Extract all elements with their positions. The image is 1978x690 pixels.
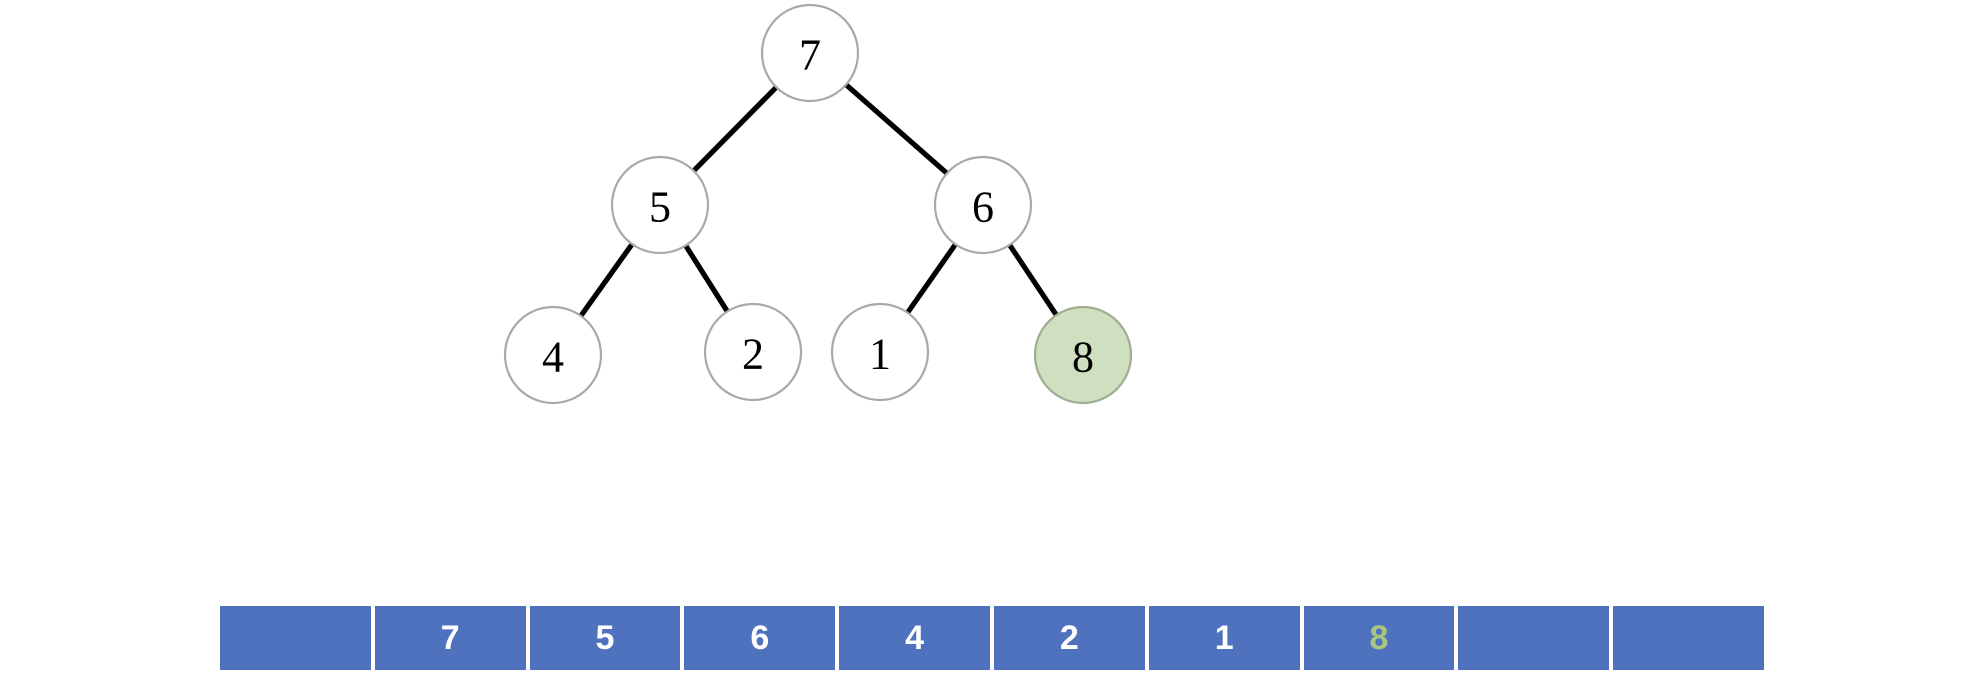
array-cell[interactable]: 2: [993, 606, 1145, 670]
tree-edge: [905, 242, 958, 315]
tree-node-circle-highlighted[interactable]: [1033, 305, 1133, 405]
tree-edge-layer: [578, 82, 1059, 318]
array-cell[interactable]: 1: [1148, 606, 1300, 670]
array-cell[interactable]: [1458, 606, 1610, 670]
tree-node[interactable]: 5: [610, 155, 710, 255]
tree-node-label: 4: [542, 333, 564, 382]
array-cell[interactable]: 6: [684, 606, 836, 670]
tree-node-circle[interactable]: [830, 302, 930, 402]
binary-heap-tree: 7 5 6 4 2 1 8: [503, 3, 1133, 405]
tree-node[interactable]: 6: [933, 155, 1033, 255]
array-cell[interactable]: 7: [374, 606, 526, 670]
tree-node-circle[interactable]: [610, 155, 710, 255]
tree-node[interactable]: 7: [760, 3, 860, 103]
tree-node-label: 5: [649, 183, 671, 232]
tree-node-layer: 7 5 6 4 2 1 8: [503, 3, 1133, 405]
array-cell[interactable]: [220, 606, 371, 670]
tree-node-circle[interactable]: [760, 3, 860, 103]
tree-edge: [578, 242, 635, 318]
array-cell[interactable]: 5: [529, 606, 681, 670]
tree-edge: [683, 244, 730, 313]
tree-node[interactable]: 8: [1033, 305, 1133, 405]
tree-node[interactable]: 1: [830, 302, 930, 402]
array-cell[interactable]: [1613, 606, 1764, 670]
array-cell[interactable]: 4: [839, 606, 990, 670]
tree-node-label: 1: [869, 330, 891, 379]
tree-node-circle[interactable]: [933, 155, 1033, 255]
tree-edge: [1007, 243, 1059, 317]
tree-node-circle[interactable]: [703, 302, 803, 402]
tree-node-label: 6: [972, 183, 994, 232]
tree-node[interactable]: 2: [703, 302, 803, 402]
tree-node[interactable]: 4: [503, 305, 603, 405]
tree-edge: [691, 85, 779, 173]
tree-node-label: 2: [742, 330, 764, 379]
tree-node-label: 7: [799, 31, 821, 80]
tree-edge: [844, 82, 949, 176]
tree-node-label: 8: [1072, 333, 1094, 382]
array-cell-highlighted[interactable]: 8: [1303, 606, 1455, 670]
tree-node-circle[interactable]: [503, 305, 603, 405]
